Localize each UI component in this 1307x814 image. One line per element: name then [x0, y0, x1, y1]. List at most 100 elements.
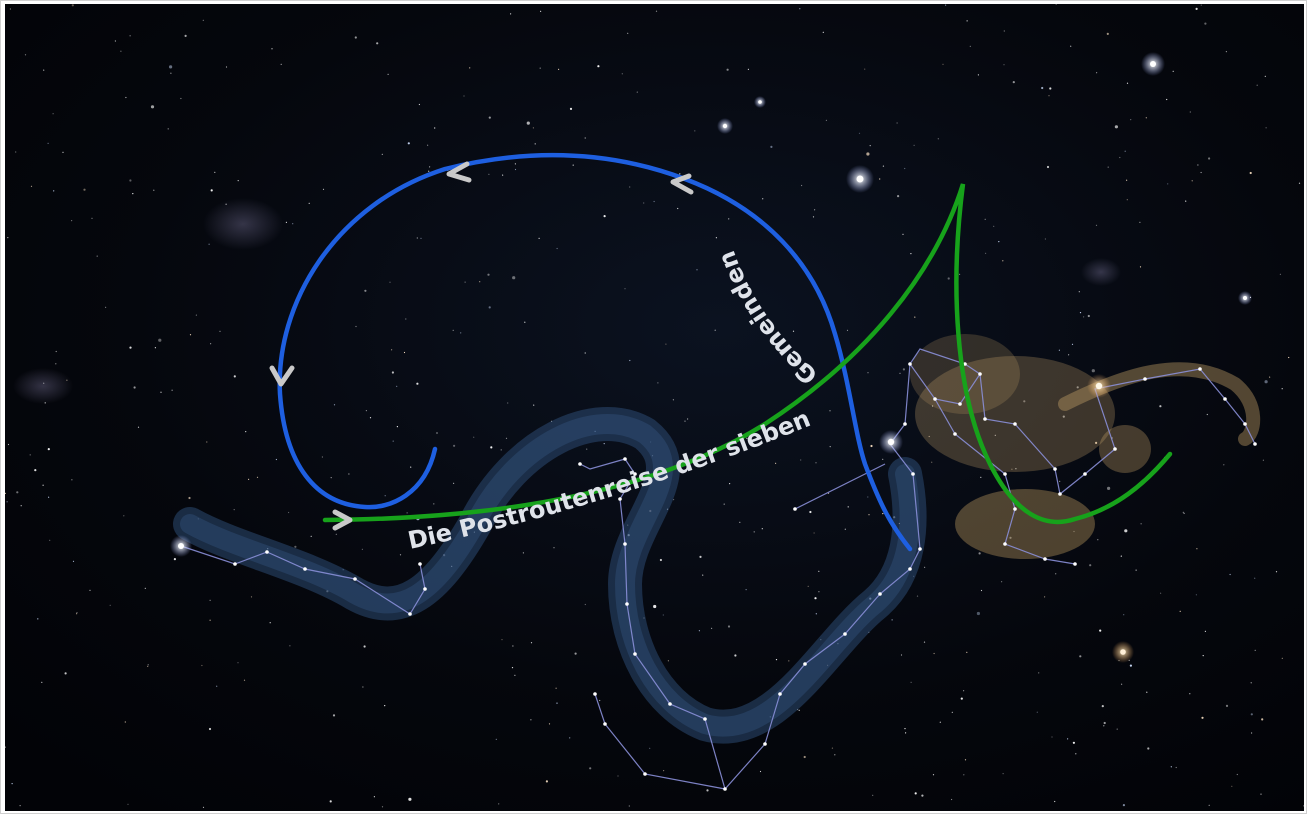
star	[105, 306, 107, 308]
star	[1139, 221, 1141, 223]
star	[655, 10, 658, 12]
star	[469, 67, 471, 69]
star	[19, 805, 21, 807]
star	[825, 119, 828, 121]
star	[362, 686, 364, 688]
star	[1256, 84, 1258, 86]
star	[739, 521, 741, 523]
star	[977, 74, 980, 76]
nebula-patch	[1081, 258, 1121, 286]
star	[727, 625, 731, 628]
star	[248, 478, 250, 480]
star	[233, 375, 236, 378]
star	[1130, 119, 1132, 121]
star	[1011, 468, 1013, 470]
star	[225, 203, 227, 205]
arrow-left-icon	[670, 173, 694, 195]
star	[694, 130, 696, 132]
star	[184, 34, 187, 37]
constellation-star	[703, 717, 707, 721]
star	[1126, 199, 1128, 201]
star	[1124, 529, 1128, 533]
star	[109, 604, 111, 606]
star	[1083, 316, 1085, 318]
star	[335, 533, 337, 535]
star	[387, 73, 389, 75]
constellation-star	[1058, 492, 1062, 496]
constellation-star	[763, 742, 767, 746]
star	[89, 589, 91, 592]
star	[1070, 45, 1072, 47]
star	[910, 681, 912, 683]
star	[37, 618, 39, 620]
star	[62, 151, 64, 153]
star	[285, 221, 287, 223]
star	[364, 289, 367, 292]
star	[1009, 536, 1012, 539]
star	[534, 143, 536, 145]
star	[6, 501, 8, 503]
star	[381, 153, 383, 155]
star	[864, 68, 866, 70]
constellation-star	[633, 472, 637, 476]
star	[147, 664, 149, 666]
star	[775, 462, 777, 464]
star	[329, 800, 332, 803]
star	[914, 792, 917, 795]
star	[396, 426, 398, 428]
constellation-star	[625, 602, 629, 606]
star	[1122, 804, 1125, 807]
star	[1202, 655, 1204, 657]
constellation-star	[878, 592, 882, 596]
star	[815, 462, 817, 464]
star	[1075, 753, 1077, 755]
arrow-down-icon	[269, 365, 295, 387]
star	[1281, 388, 1283, 390]
constellation-star	[911, 472, 915, 476]
star	[629, 186, 631, 188]
constellation-star	[623, 542, 627, 546]
star	[776, 435, 778, 437]
star	[48, 496, 50, 498]
star	[498, 803, 500, 805]
constellation-star	[1243, 422, 1247, 426]
star	[332, 714, 336, 717]
star	[120, 50, 122, 52]
star	[512, 645, 514, 647]
star	[202, 806, 205, 809]
star	[1097, 539, 1099, 541]
star	[384, 705, 386, 707]
star	[932, 774, 935, 776]
star	[801, 184, 803, 187]
star	[902, 368, 906, 371]
star	[932, 405, 934, 407]
constellation-star	[1043, 557, 1047, 561]
star	[879, 178, 881, 180]
star	[994, 434, 996, 436]
star	[91, 217, 93, 219]
star	[1236, 773, 1238, 776]
constellation-star	[803, 662, 807, 666]
star	[41, 681, 43, 684]
star	[759, 770, 762, 773]
star	[734, 654, 737, 657]
star	[818, 591, 820, 593]
constellation-star	[1223, 397, 1227, 401]
star	[71, 479, 73, 481]
star	[1145, 117, 1147, 119]
star	[210, 189, 213, 192]
star	[653, 200, 655, 203]
star	[1223, 464, 1225, 466]
star	[698, 630, 701, 632]
star	[1049, 87, 1052, 90]
star	[762, 198, 764, 200]
star	[1123, 614, 1125, 616]
star	[202, 19, 204, 21]
star	[951, 798, 953, 801]
star	[129, 179, 132, 182]
star	[1036, 711, 1038, 713]
star	[55, 363, 57, 365]
star	[256, 476, 259, 478]
star	[1106, 32, 1109, 35]
star	[891, 619, 893, 621]
